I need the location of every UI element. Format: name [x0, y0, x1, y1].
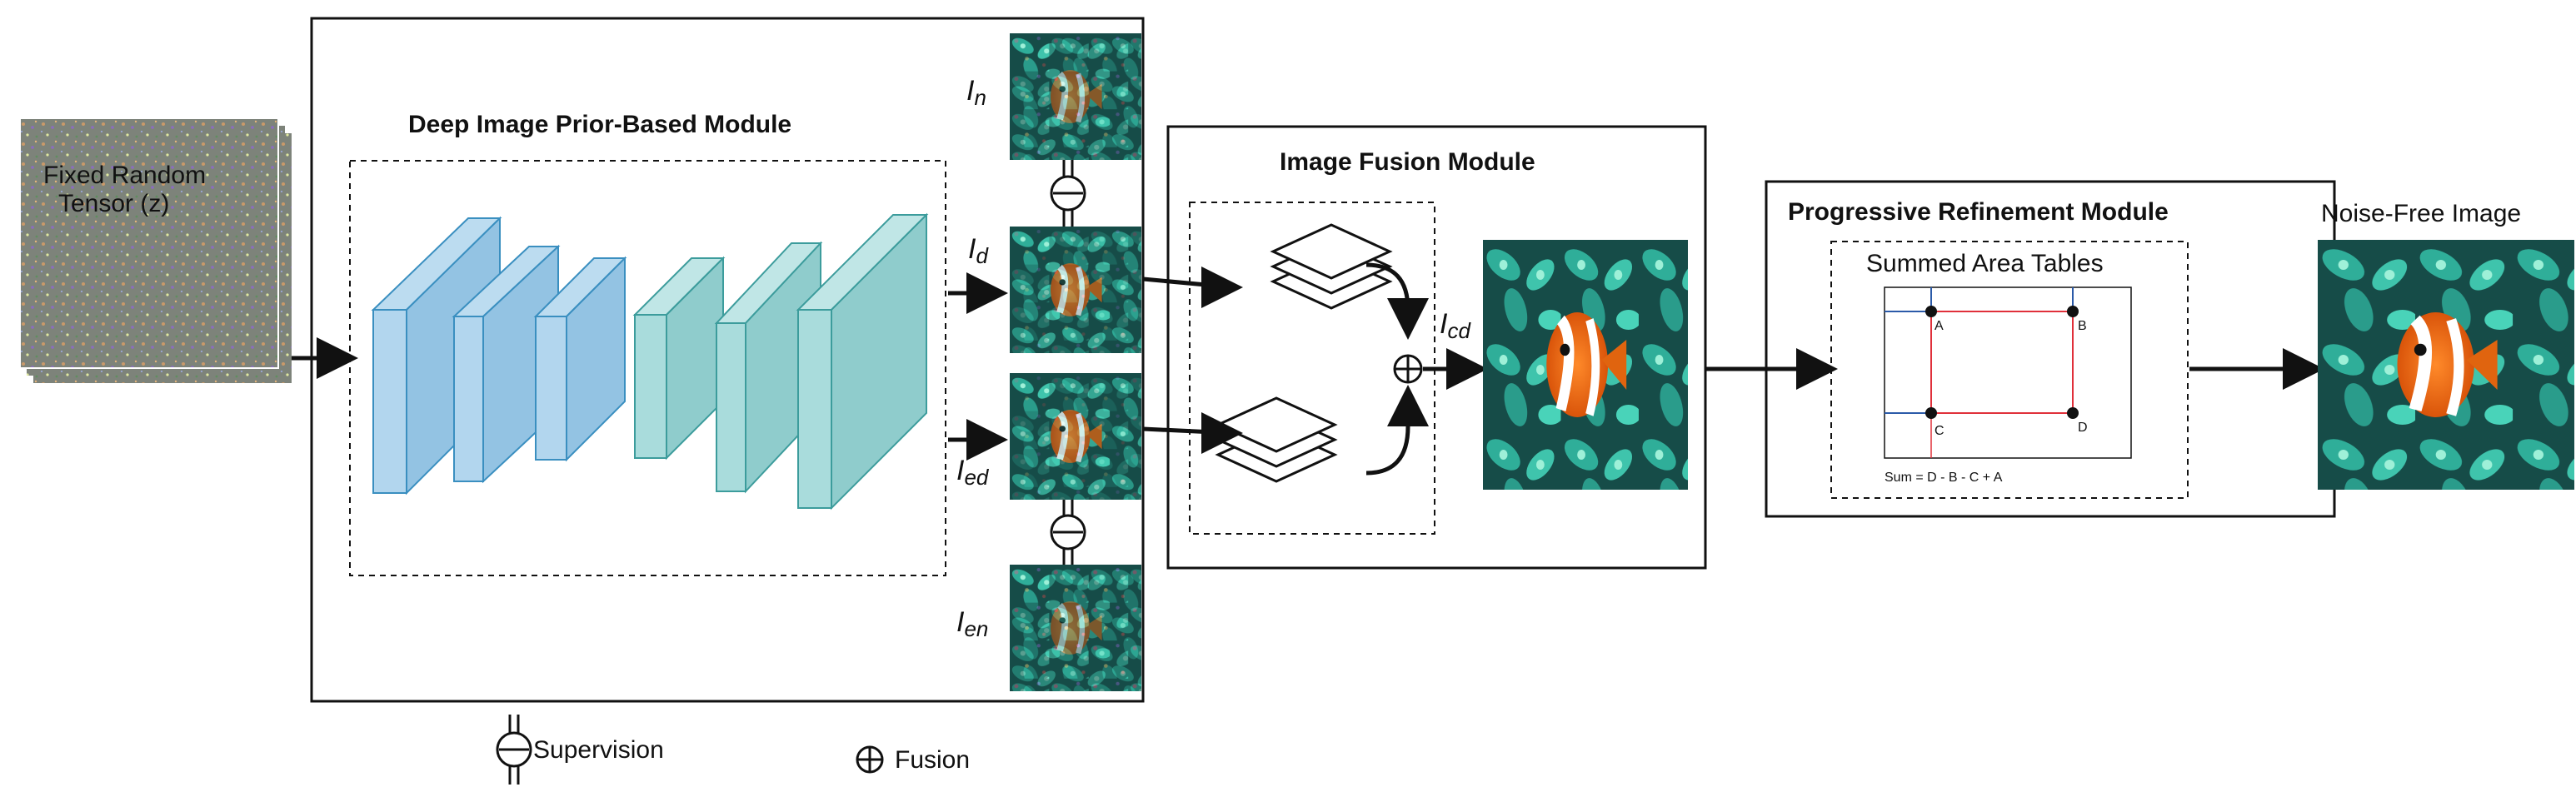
sat-grid-frame — [1884, 286, 2132, 459]
label-ien: Ien — [956, 606, 989, 641]
image-icd — [1483, 240, 1688, 490]
fusion-inner-box — [1189, 202, 1435, 535]
label-icd: Icd — [1440, 308, 1470, 343]
fusion-module-frame — [1166, 125, 1707, 570]
network-blocks — [371, 216, 627, 496]
image-ied — [1010, 373, 1141, 500]
sat-point-b — [2067, 306, 2079, 317]
legend-fusion-icon — [856, 745, 884, 774]
sat-point-c — [1925, 407, 1937, 419]
label-id: Id — [968, 233, 988, 268]
label-ied: Ied — [956, 455, 989, 490]
fusion-operator-icon — [1393, 354, 1423, 384]
dip-module-frame — [310, 17, 1145, 703]
image-noise-free — [2318, 240, 2574, 490]
input-label-line1: Fixed Random — [43, 162, 207, 189]
legend-supervision-icon — [496, 715, 532, 785]
supervision-connector-bottom — [1050, 500, 1086, 565]
dip-module-title: Deep Image Prior-Based Module — [408, 111, 792, 138]
sat-label-d: D — [2078, 421, 2088, 435]
legend-fusion-label: Fusion — [895, 746, 971, 774]
curve-bottom-to-fusion — [1365, 385, 1429, 476]
curve-top-to-fusion — [1365, 262, 1429, 340]
sat-formula: Sum = D - B - C + A — [1885, 471, 2003, 485]
dip-network-box — [349, 160, 946, 576]
legend-supervision-label: Supervision — [533, 736, 664, 764]
image-ien-noisy — [1010, 565, 1141, 691]
refinement-module-title: Progressive Refinement Module — [1788, 198, 2169, 226]
label-in: In — [966, 75, 986, 110]
image-id — [1010, 227, 1141, 353]
input-label-line2: Tensor (z) — [58, 190, 170, 217]
layer-stack-bottom — [1215, 396, 1338, 483]
sat-dashed-box — [1830, 241, 2189, 499]
sat-point-d — [2067, 407, 2079, 419]
sat-label-c: C — [1934, 424, 1944, 438]
random-tensor-stack — [19, 117, 292, 383]
sat-label-a: A — [1934, 319, 1944, 333]
decoder-blocks — [632, 212, 929, 511]
sat-title: Summed Area Tables — [1866, 250, 2104, 277]
output-label: Noise-Free Image — [2321, 200, 2522, 227]
sat-label-b: B — [2078, 319, 2087, 333]
sat-point-a — [1925, 306, 1937, 317]
line-ied-to-fusion — [1142, 426, 1232, 436]
supervision-connector-top — [1050, 160, 1086, 227]
line-id-to-fusion — [1142, 276, 1234, 290]
image-in-noisy — [1010, 33, 1141, 160]
layer-stack-top — [1270, 223, 1393, 310]
fusion-module-title: Image Fusion Module — [1280, 148, 1535, 176]
